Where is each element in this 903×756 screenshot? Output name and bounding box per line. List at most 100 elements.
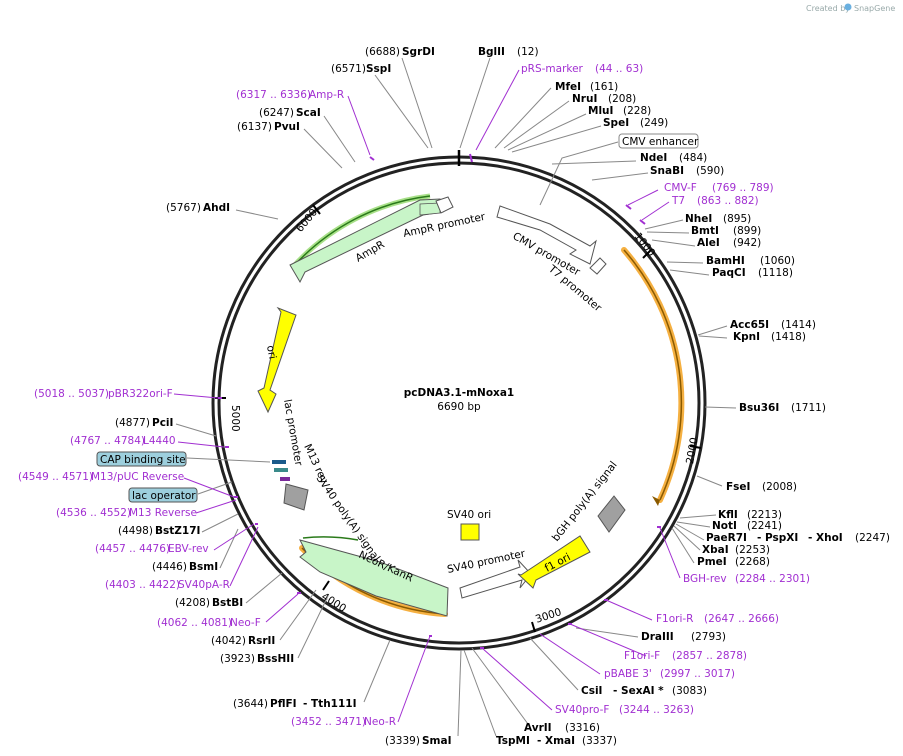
site-mlui[interactable]: MluI(228) bbox=[588, 105, 651, 117]
site-bsu36i[interactable]: Bsu36I(1711) bbox=[739, 402, 826, 414]
primer-pbabe[interactable]: pBABE 3'(2997 .. 3017) bbox=[604, 668, 735, 680]
primer-bgh-rev[interactable]: BGH-rev(2284 .. 2301) bbox=[683, 573, 810, 585]
site-xhoi-group[interactable]: PaeR7I- PspXI- XhoI(2247) bbox=[706, 532, 890, 544]
site-ndei-pos: (484) bbox=[679, 152, 707, 164]
site-pvui-pos: (6137) bbox=[237, 121, 272, 133]
site-kpni[interactable]: KpnI(1418) bbox=[733, 331, 806, 343]
site-avrii[interactable]: AvrII(3316) bbox=[524, 722, 600, 734]
feature-sv40-ori[interactable] bbox=[460, 523, 480, 541]
site-pmei[interactable]: PmeI(2268) bbox=[697, 556, 770, 568]
feature-cmv-promoter[interactable] bbox=[496, 205, 597, 265]
site-tspmi-name: TspMI bbox=[496, 735, 530, 747]
feature-ori[interactable] bbox=[257, 306, 297, 414]
site-bmti[interactable]: BmtI(899) bbox=[691, 225, 761, 237]
site-pcii[interactable]: (4877)PciI bbox=[115, 417, 173, 429]
site-sexai-name: - SexAI * bbox=[613, 685, 664, 697]
site-bglii[interactable]: BglII(12) bbox=[478, 46, 539, 58]
primer-ebv-rev[interactable]: (4457 .. 4476)EBV-rev bbox=[95, 543, 209, 555]
site-pvui[interactable]: (6137)PvuI bbox=[237, 121, 300, 133]
feature-t7-promoter[interactable] bbox=[589, 257, 607, 275]
site-csii[interactable]: CsiI- SexAI *(3083) bbox=[581, 685, 707, 697]
site-sgrdi[interactable]: (6688)SgrDI bbox=[365, 46, 435, 58]
site-tspmi[interactable]: TspMI- XmaI(3337) bbox=[496, 735, 617, 747]
site-mfei[interactable]: MfeI(161) bbox=[555, 81, 618, 93]
primer-neo-f[interactable]: (4062 .. 4081)Neo-F bbox=[157, 617, 261, 629]
lead-rsrii bbox=[279, 589, 317, 641]
lead-pvui bbox=[303, 128, 343, 169]
primer-bgh-name: BGH-rev bbox=[683, 573, 727, 585]
boxed-lac-operator[interactable]: lac operator bbox=[128, 487, 198, 503]
site-bstz17i-pos: (4498) bbox=[118, 525, 153, 537]
primer-m13-reverse[interactable]: (4536 .. 4552)M13 Reverse bbox=[56, 507, 197, 519]
site-pflfi[interactable]: (3644)PflFI- Tth111I bbox=[233, 698, 357, 710]
site-draiii[interactable]: DraIII(2793) bbox=[641, 631, 726, 643]
plead-l4440 bbox=[177, 441, 225, 448]
site-alei-pos: (942) bbox=[733, 237, 761, 249]
site-bstz17i[interactable]: (4498)BstZ17I bbox=[118, 525, 200, 537]
primer-neo-r[interactable]: (3452 .. 3471)Neo-R bbox=[291, 716, 396, 728]
primer-sv40pa-r[interactable]: (4403 .. 4422)SV40pA-R bbox=[105, 579, 230, 591]
plead-ebv bbox=[213, 523, 255, 551]
label-lac-promoter: lac promoter bbox=[281, 398, 305, 467]
lead-nrui bbox=[503, 100, 570, 149]
site-nhei-name: NheI bbox=[685, 213, 712, 225]
primer-pbr322ori-f[interactable]: (5018 .. 5037)pBR322ori-F bbox=[34, 388, 173, 400]
site-kfli[interactable]: KflI(2213) bbox=[718, 509, 782, 521]
primer-sv40pro-f[interactable]: SV40pro-F(3244 .. 3263) bbox=[555, 704, 694, 716]
primer-t7-name: T7 bbox=[671, 195, 685, 207]
site-bamhi[interactable]: BamHI(1060) bbox=[706, 255, 795, 267]
boxed-cap-binding-site[interactable]: CAP binding site bbox=[96, 451, 187, 467]
site-bsshii[interactable]: (3923)BssHII bbox=[220, 653, 294, 665]
site-ndei[interactable]: NdeI(484) bbox=[640, 152, 707, 164]
site-bsmi[interactable]: (4446)BsmI bbox=[152, 561, 218, 573]
primer-prs-marker[interactable]: pRS-marker(44 .. 63) bbox=[521, 63, 643, 75]
site-paqci[interactable]: PaqCI(1118) bbox=[712, 267, 793, 279]
site-spei[interactable]: SpeI(249) bbox=[603, 117, 668, 129]
primer-amp-r[interactable]: (6317 .. 6336)Amp-R bbox=[236, 89, 344, 101]
feature-bgh-polya[interactable] bbox=[597, 495, 626, 533]
site-mlui-name: MluI bbox=[588, 105, 613, 117]
site-rsrii[interactable]: (4042)RsrII bbox=[211, 635, 275, 647]
site-tth111i-name: - Tth111I bbox=[303, 698, 357, 710]
feature-neor-kanr[interactable] bbox=[299, 539, 449, 617]
primer-l4440[interactable]: (4767 .. 4784)L4440 bbox=[70, 435, 176, 447]
site-kfli-name: KflI bbox=[718, 509, 738, 521]
primer-m13puc[interactable]: (4549 .. 4571)M13/pUC Reverse bbox=[18, 471, 184, 483]
site-smai[interactable]: (3339)SmaI bbox=[385, 735, 452, 747]
site-xbai-name: XbaI bbox=[702, 544, 729, 556]
site-bstbi[interactable]: (4208)BstBI bbox=[175, 597, 243, 609]
lead-smai bbox=[457, 649, 462, 737]
primer-cmv-f[interactable]: CMV-F(769 .. 789) bbox=[664, 182, 774, 194]
site-sspi-pos: (6571) bbox=[331, 63, 366, 75]
primer-f1r-name: F1ori-R bbox=[656, 613, 693, 625]
lead-sspi bbox=[374, 74, 429, 149]
primer-f1ori-r[interactable]: F1ori-R(2647 .. 2666) bbox=[656, 613, 779, 625]
site-paer7i-name: PaeR7I bbox=[706, 532, 747, 544]
primer-f1ori-f[interactable]: F1ori-F(2857 .. 2878) bbox=[624, 650, 747, 662]
feature-ampr-promoter[interactable] bbox=[435, 196, 454, 214]
lead-mfei bbox=[494, 87, 552, 149]
feature-sv40-polya[interactable] bbox=[283, 483, 309, 511]
site-bstz17i-name: BstZ17I bbox=[155, 525, 200, 537]
site-noti[interactable]: NotI(2241) bbox=[712, 520, 782, 532]
site-xbai[interactable]: XbaI(2253) bbox=[702, 544, 770, 556]
site-alei[interactable]: AleI(942) bbox=[697, 237, 761, 249]
site-scai[interactable]: (6247)ScaI bbox=[259, 107, 321, 119]
primer-t7[interactable]: T7(863 .. 882) bbox=[671, 195, 759, 207]
site-nhei-pos: (895) bbox=[723, 213, 751, 225]
primer-ampr-name: Amp-R bbox=[309, 89, 344, 101]
site-ahdi[interactable]: (5767)AhdI bbox=[166, 202, 230, 214]
site-nrui[interactable]: NruI(208) bbox=[572, 93, 636, 105]
site-paqci-pos: (1118) bbox=[758, 267, 793, 279]
feature-f1-ori[interactable] bbox=[517, 535, 591, 589]
boxed-cmv-enhancer[interactable]: CMV enhancer bbox=[618, 133, 699, 149]
site-nhei[interactable]: NheI (895) bbox=[685, 213, 751, 225]
lead-cap-site bbox=[186, 457, 271, 463]
plead-pbabe bbox=[539, 633, 601, 675]
primer-m13rev-name: M13 Reverse bbox=[129, 507, 197, 519]
site-fsei[interactable]: FseI(2008) bbox=[726, 481, 797, 493]
site-sspi[interactable]: (6571)SspI bbox=[331, 63, 391, 75]
site-ahdi-name: AhdI bbox=[203, 202, 230, 214]
site-snabi[interactable]: SnaBI(590) bbox=[650, 165, 724, 177]
site-acc65i[interactable]: Acc65I(1414) bbox=[730, 319, 816, 331]
